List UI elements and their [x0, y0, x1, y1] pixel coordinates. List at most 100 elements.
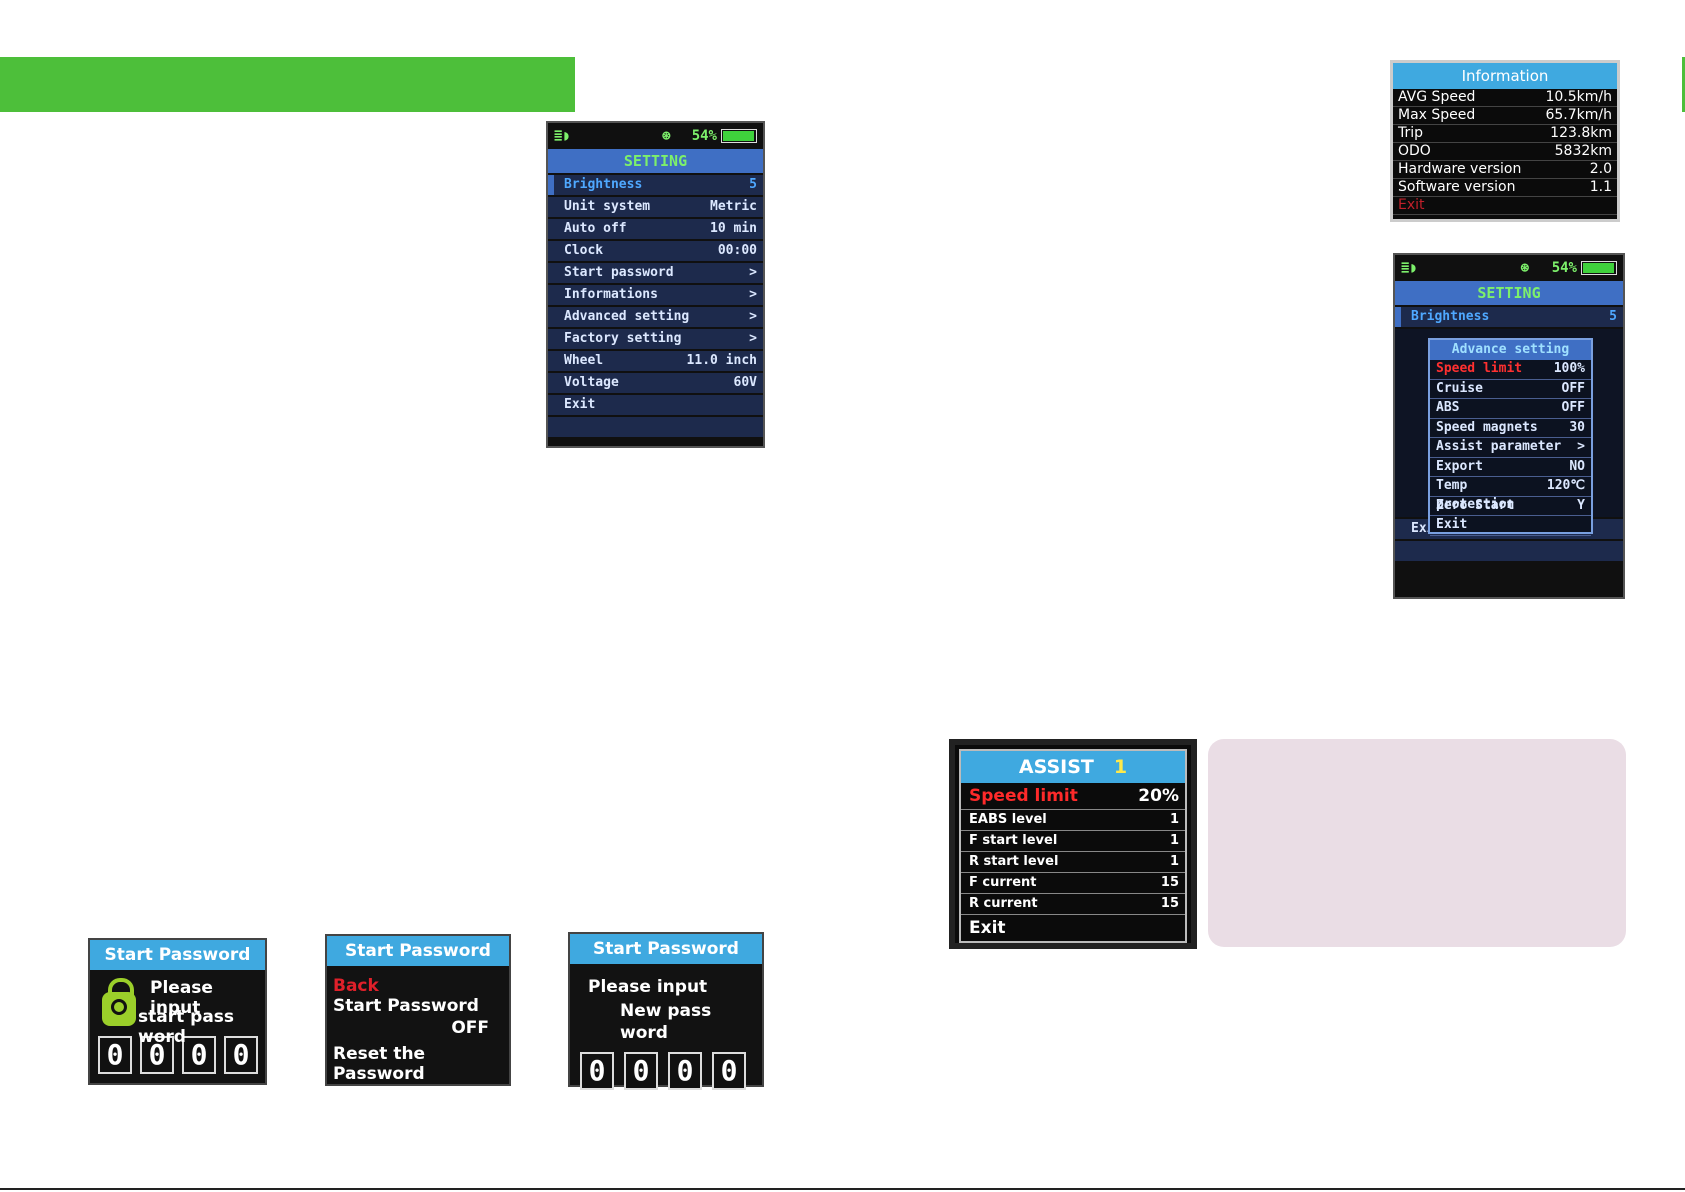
setting-item[interactable]: Voltage 60V: [548, 373, 763, 393]
item-label: Unit system: [564, 199, 651, 214]
item-label: Factory setting: [564, 331, 682, 346]
password-digit[interactable]: 0: [712, 1052, 746, 1090]
item-label: Exit: [564, 397, 596, 412]
item-label: Cruise: [1436, 380, 1483, 396]
advance-setting-item[interactable]: Exit: [1430, 516, 1591, 536]
prompt-line-1: Please input: [150, 978, 213, 1018]
setting-item[interactable]: Factory setting >: [548, 329, 763, 349]
item-value: 65.7km/h: [1545, 107, 1612, 123]
item-label: R current: [969, 896, 1038, 911]
screen-title: SETTING: [548, 149, 763, 173]
battery-level: [723, 131, 754, 141]
setting-item[interactable]: Start password>: [548, 263, 763, 283]
item-value: OFF: [1561, 400, 1585, 415]
reset-password-item[interactable]: Reset the Password: [333, 1044, 426, 1084]
item-label: ABS: [1436, 400, 1460, 415]
advance-setting-item[interactable]: Assist parameter>: [1430, 438, 1591, 458]
item-label: Start password: [564, 265, 674, 280]
password-digit[interactable]: 0: [580, 1052, 614, 1090]
password-digit[interactable]: 0: [140, 1036, 174, 1074]
exit-item[interactable]: Exit: [961, 915, 1185, 941]
item-label: R start level: [969, 854, 1059, 869]
screen-title: Information: [1393, 63, 1617, 89]
item-label: Assist parameter: [1436, 439, 1562, 454]
item-label: Clock: [564, 243, 604, 258]
battery-icon: [721, 129, 757, 143]
item-value: 60V: [733, 375, 757, 390]
headlight-icon: ≣◗: [554, 128, 571, 144]
item-label: Max Speed: [1398, 107, 1476, 123]
item-label: EABS level: [969, 812, 1047, 827]
screen-title: Start Password: [327, 936, 509, 966]
empty-row: [1395, 541, 1623, 561]
item-value: 30: [1569, 419, 1585, 435]
item-value: >: [749, 331, 757, 346]
item-value: 10 min: [710, 221, 757, 236]
battery-level: [1583, 263, 1614, 273]
item-value: 1: [1169, 854, 1179, 869]
start-password-item[interactable]: Start Password: [333, 996, 479, 1016]
item-label: Exit: [1436, 517, 1468, 532]
password-digit[interactable]: 0: [624, 1052, 658, 1090]
password-menu-screen: Start Password Back Start Password OFF R…: [325, 934, 511, 1086]
item-label: F current: [969, 875, 1037, 890]
item-label: Trip: [1398, 125, 1424, 141]
assist-parameter-item[interactable]: R start level 1: [961, 852, 1185, 873]
password-digit[interactable]: 0: [98, 1036, 132, 1074]
item-value: 100%: [1553, 361, 1585, 376]
item-label: Zero Start: [1436, 497, 1515, 513]
password-digit[interactable]: 0: [182, 1036, 216, 1074]
password-digit[interactable]: 0: [224, 1036, 258, 1074]
item-value: 5832km: [1554, 143, 1612, 159]
assist-parameter-item[interactable]: EABS level 1: [961, 810, 1185, 831]
item-value: 1: [1169, 812, 1179, 827]
password-digit[interactable]: 0: [668, 1052, 702, 1090]
exit-label: Exit: [969, 918, 1006, 938]
popup-title: Advance setting: [1430, 340, 1591, 360]
information-item[interactable]: Max Speed 65.7km/h: [1393, 107, 1617, 125]
advance-setting-item[interactable]: ABS OFF: [1430, 399, 1591, 419]
assist-parameter-item[interactable]: F start level 1: [961, 831, 1185, 852]
item-label: AVG Speed: [1398, 89, 1476, 105]
setting-item[interactable]: Advanced setting>: [548, 307, 763, 327]
assist-level: 1: [1113, 756, 1128, 778]
setting-item[interactable]: Informations>: [548, 285, 763, 305]
speed-limit-value: 20%: [1138, 786, 1179, 806]
item-value: 1: [1169, 833, 1179, 848]
item-label: F start level: [969, 833, 1058, 848]
lock-icon: [102, 978, 136, 1026]
item-value: 2.0: [1589, 161, 1612, 177]
exit-item[interactable]: Exit: [1393, 197, 1617, 215]
item-label: Voltage: [564, 375, 619, 390]
setting-item[interactable]: Exit: [548, 395, 763, 415]
back-item[interactable]: Back: [333, 976, 379, 996]
start-password-value: OFF: [451, 1018, 489, 1038]
